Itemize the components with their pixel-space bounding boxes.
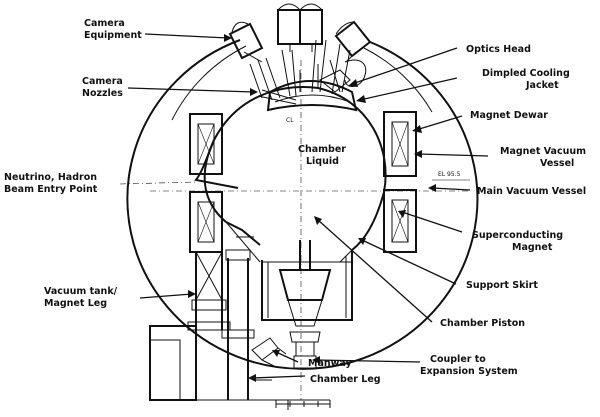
chamber-piston	[278, 240, 332, 356]
label-superconducting-magnet: Superconducting Magnet	[472, 230, 566, 253]
label-manway: Manway	[308, 358, 353, 369]
labels: Camera Equipment Camera Nozzles Neutrino…	[4, 18, 589, 385]
label-chamber-liquid: Chamber Liquid	[298, 144, 349, 167]
elevation-label: EL 95.5	[438, 171, 461, 178]
scale-bar	[275, 400, 331, 408]
label-vacuum-tank-leg: Vacuum tank/ Magnet Leg	[44, 286, 120, 309]
camera-equipment	[228, 3, 372, 63]
magnet-dewar-left	[189, 113, 223, 253]
label-coupler: Coupler to Expansion System	[420, 354, 518, 377]
main-vacuum-vessel	[126, 39, 479, 370]
label-chamber-piston: Chamber Piston	[440, 318, 525, 329]
base-block	[149, 325, 330, 410]
drawing-mark-cl: CL	[286, 117, 294, 124]
label-camera-nozzles: Camera Nozzles	[82, 76, 126, 99]
magnet-dewar-right	[383, 111, 417, 253]
label-chamber-leg: Chamber Leg	[310, 374, 381, 385]
label-magnet-dewar: Magnet Dewar	[470, 110, 548, 121]
leader-lines	[119, 33, 489, 382]
label-magnet-vacuum-vessel: Magnet Vacuum Vessel	[500, 146, 589, 169]
label-dimpled-jacket: Dimpled Cooling Jacket	[482, 68, 573, 91]
label-neutrino-entry: Neutrino, Hadron Beam Entry Point	[4, 172, 100, 195]
manway	[251, 337, 287, 367]
label-optics-head: Optics Head	[466, 44, 531, 55]
vacuum-tank-leg	[187, 251, 231, 331]
label-camera-equipment: Camera Equipment	[84, 18, 142, 41]
camera-nozzles	[249, 39, 351, 105]
chamber-vessel	[194, 85, 387, 263]
chamber-leg	[221, 249, 255, 400]
coupler	[293, 355, 317, 369]
label-support-skirt: Support Skirt	[466, 280, 538, 291]
elevation-mark: EL 95.5	[432, 171, 470, 181]
drawing-mark: ━━━━━	[235, 234, 254, 241]
label-main-vacuum-vessel: Main Vacuum Vessel	[477, 186, 586, 197]
support-skirt	[261, 250, 353, 321]
